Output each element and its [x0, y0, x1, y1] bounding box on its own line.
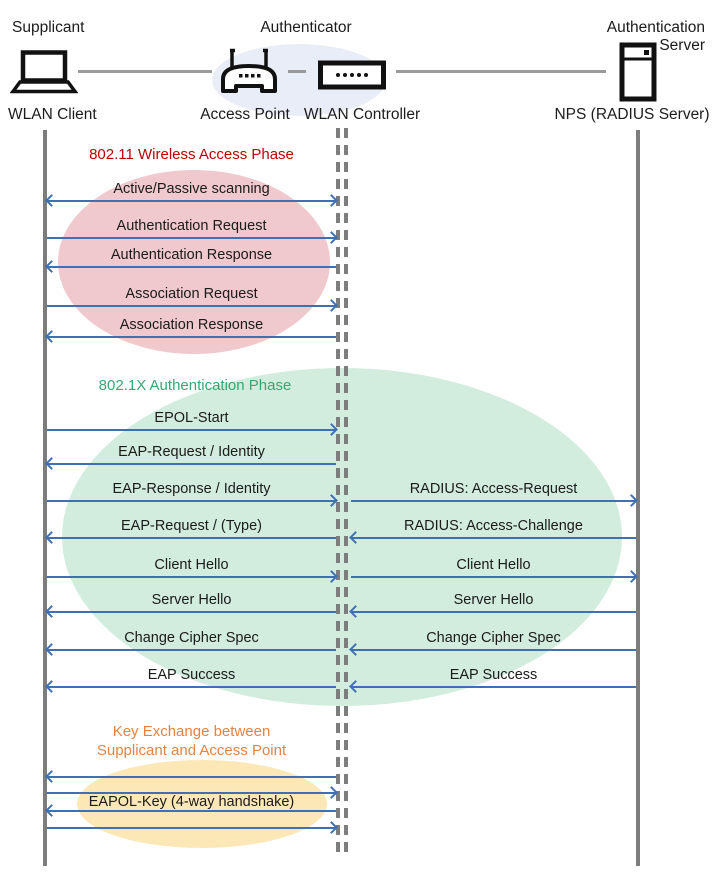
message-eap-request-identity: EAP-Request / Identity: [45, 441, 336, 471]
message-label: EAP-Request / Identity: [118, 444, 265, 460]
lifeline-nps-server: [636, 130, 640, 866]
message-association-request: Association Request: [47, 283, 338, 313]
message-radius-access-challenge: RADIUS: Access-Challenge: [349, 515, 636, 545]
message-label: Association Request: [125, 286, 258, 302]
message-label: Association Response: [119, 317, 264, 333]
message-eap-response-identity: EAP-Response / Identity: [47, 478, 338, 508]
phase2-title: 802.1X Authentication Phase: [98, 377, 292, 394]
wlan-controller-icon: [318, 60, 386, 95]
message-label: EAP Success: [147, 667, 236, 683]
message-change-cipher-left: Change Cipher Spec: [45, 627, 336, 657]
message-label: Client Hello: [456, 557, 531, 573]
message-label: EAP-Request / (Type): [120, 518, 263, 534]
role-authentication-server: Authentication Server: [606, 19, 705, 54]
connector-ap-controller: [288, 70, 306, 73]
role-supplicant: Supplicant: [12, 19, 85, 36]
message-label: Server Hello: [151, 592, 232, 608]
laptop-icon: [9, 50, 79, 99]
server-icon: [619, 42, 657, 107]
message-authentication-response: Authentication Response: [45, 244, 336, 274]
device-label-access-point: Access Point: [200, 106, 290, 123]
message-label: Authentication Request: [116, 218, 267, 234]
message-client-hello-left: Client Hello: [47, 554, 338, 584]
phase3-title: Key Exchange between Supplicant and Acce…: [47, 722, 336, 760]
message-scanning: Active/Passive scanning: [45, 178, 338, 208]
message-label: EAPOL-Key (4-way handshake): [88, 794, 295, 810]
key-exchange-arrow-2: [47, 770, 338, 800]
message-epol-start: EPOL-Start: [47, 407, 338, 437]
message-label: EAP-Response / Identity: [112, 481, 271, 497]
device-label-wlan-client: WLAN Client: [8, 106, 97, 123]
phase3-title-line2: Supplicant and Access Point: [96, 742, 287, 759]
message-label: Server Hello: [453, 592, 534, 608]
message-label: Active/Passive scanning: [113, 181, 270, 197]
lifeline-wlan-client: [43, 130, 47, 866]
role-authenticator: Authenticator: [260, 19, 352, 36]
key-exchange-arrow-1: [45, 754, 336, 784]
message-association-response: Association Response: [45, 314, 336, 344]
message-client-hello-right: Client Hello: [351, 554, 638, 584]
phase3-title-line1: Key Exchange between: [112, 723, 271, 740]
message-label: EAP Success: [449, 667, 538, 683]
device-label-nps: NPS (RADIUS Server): [554, 106, 710, 123]
connector-client-ap: [78, 70, 212, 73]
message-eapol-key: EAPOL-Key (4-way handshake): [45, 788, 336, 818]
message-label: Change Cipher Spec: [426, 630, 561, 646]
message-label: RADIUS: Access-Request: [409, 481, 578, 497]
message-server-hello-left: Server Hello: [45, 589, 336, 619]
lifeline-wlan-controller-dash-left: [336, 128, 340, 855]
connector-controller-server: [396, 70, 606, 73]
message-radius-access-request: RADIUS: Access-Request: [351, 478, 638, 508]
phase3-ellipse: [77, 760, 327, 848]
message-eap-success-right: EAP Success: [349, 664, 636, 694]
message-label: RADIUS: Access-Challenge: [404, 518, 583, 534]
phase1-title: 802.11 Wireless Access Phase: [89, 146, 294, 163]
message-change-cipher-right: Change Cipher Spec: [349, 627, 636, 657]
message-label: Change Cipher Spec: [124, 630, 259, 646]
lifeline-wlan-controller-dash-right: [344, 128, 348, 855]
message-label: Client Hello: [154, 557, 229, 573]
message-eap-request-type: EAP-Request / (Type): [45, 515, 336, 545]
message-server-hello-right: Server Hello: [349, 589, 636, 619]
message-label: Authentication Response: [110, 247, 273, 263]
device-label-wlan-controller: WLAN Controller: [303, 106, 421, 123]
key-exchange-arrow-4: [47, 805, 338, 835]
message-authentication-request: Authentication Request: [47, 215, 338, 245]
message-label: EPOL-Start: [154, 410, 229, 426]
message-eap-success-left: EAP Success: [45, 664, 336, 694]
access-point-icon: [217, 47, 281, 100]
